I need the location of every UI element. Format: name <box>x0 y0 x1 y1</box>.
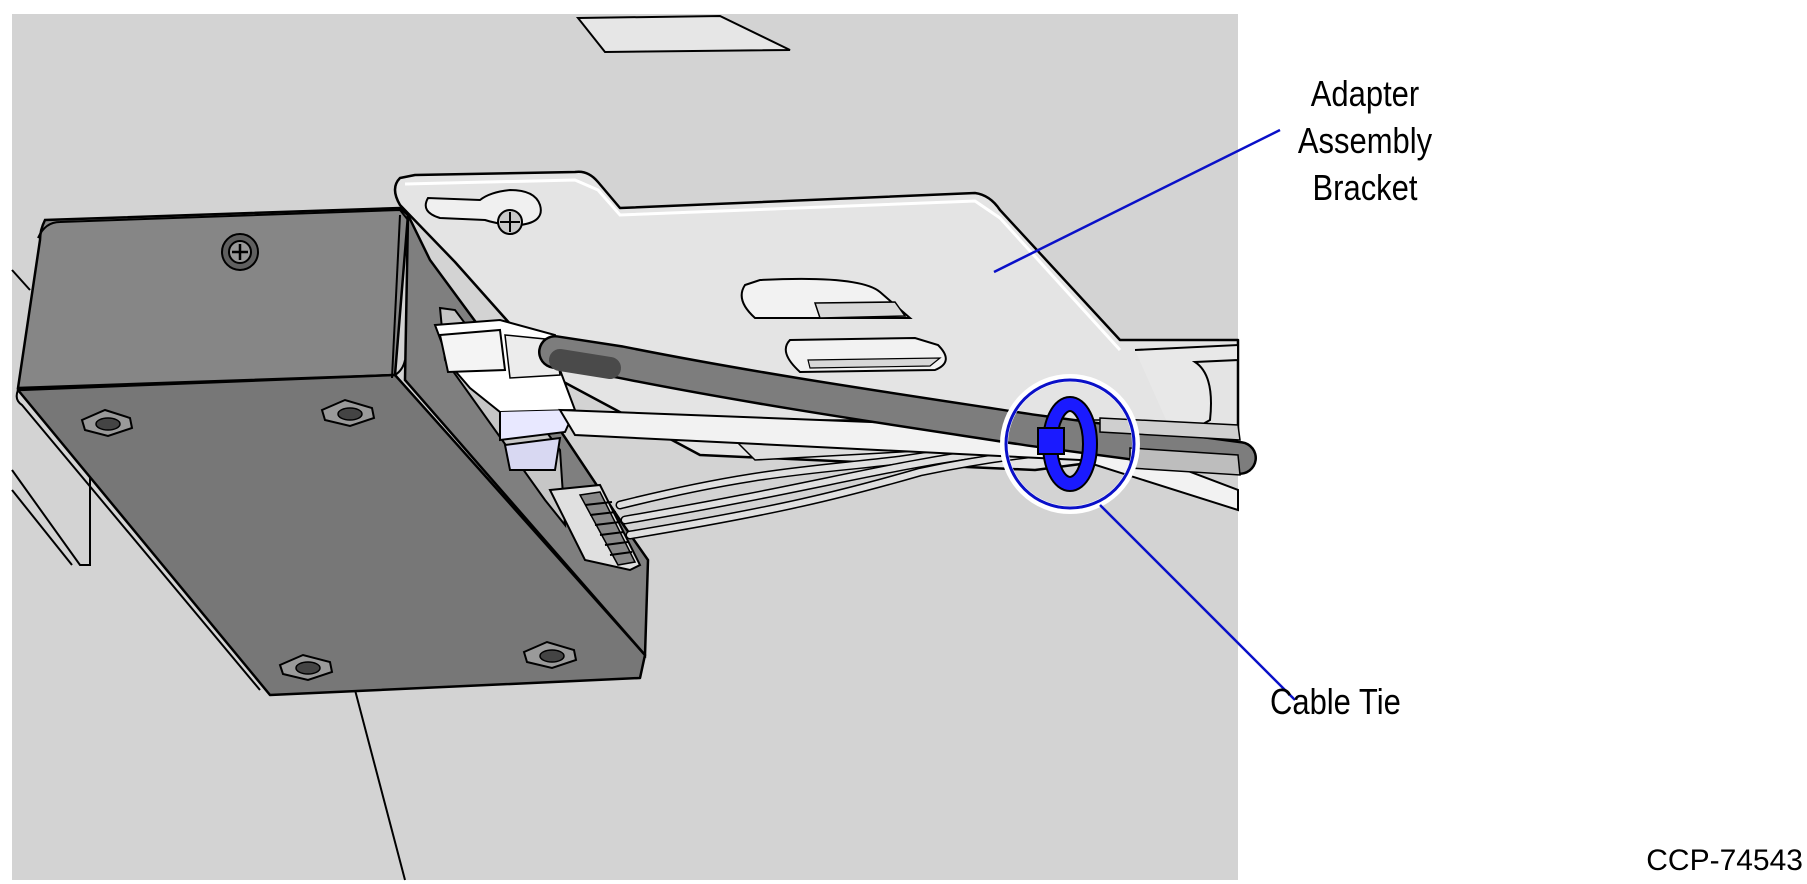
leader-line-cable-tie <box>1099 504 1296 701</box>
standoff-4 <box>522 640 578 670</box>
callout-line-2: Assembly <box>1297 120 1433 161</box>
box-screw <box>221 233 259 271</box>
cable-tie-highlight-circle <box>1000 374 1140 514</box>
callout-cable-tie: Cable Tie <box>1270 681 1401 722</box>
standoff-2 <box>320 398 376 428</box>
bracket-slot-lower <box>784 336 947 374</box>
top-tab <box>575 14 791 54</box>
cable-tie <box>1037 396 1098 492</box>
callout-line-1: Adapter <box>1310 73 1420 114</box>
standoff-1 <box>80 408 134 438</box>
callout-line-3: Bracket <box>1312 167 1418 208</box>
bracket-edge-highlight <box>404 178 1122 352</box>
right-edge-plate <box>1134 343 1239 441</box>
standoff-3 <box>278 653 334 682</box>
callout-adapter-assembly-bracket: Adapter Assembly Bracket <box>1258 70 1473 211</box>
thick-cable <box>538 335 1257 475</box>
figure-id: CCP-74543 <box>1646 844 1803 877</box>
pin-header <box>548 483 642 572</box>
bracket-keyhole <box>424 188 542 235</box>
leader-line-bracket <box>993 128 1281 274</box>
cable-tie-highlight-ring <box>1004 378 1136 510</box>
bracket-slot-upper <box>740 277 913 319</box>
left-flange <box>11 269 406 881</box>
